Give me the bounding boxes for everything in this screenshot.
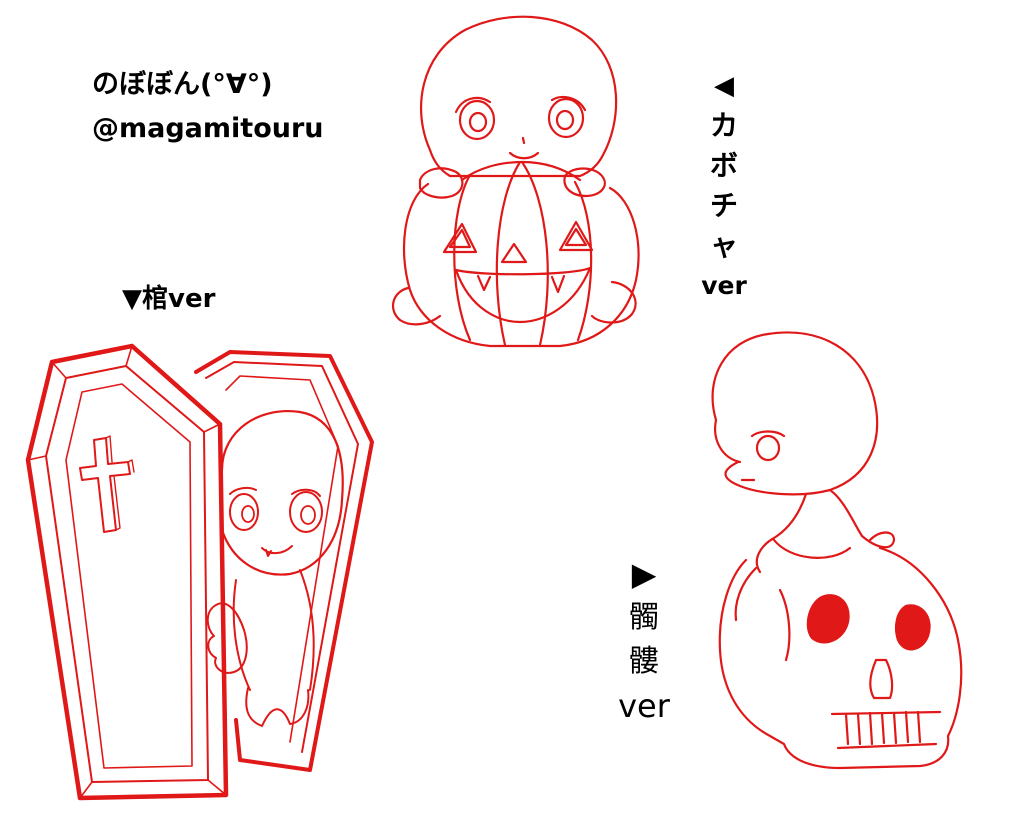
pumpkin-version-label: ◀ カ ボ チ ャ ver bbox=[700, 66, 748, 306]
skull-label-char-2: 髏 bbox=[629, 644, 659, 679]
pumpkin-chibi-illustration bbox=[391, 15, 640, 348]
pumpkin-label-char-4: ャ bbox=[709, 229, 738, 262]
author-handle: @magamitouru bbox=[92, 113, 324, 144]
pumpkin-label-char-1: カ bbox=[709, 109, 738, 142]
skull-label-suffix: ver bbox=[618, 687, 670, 725]
skull-label-char-1: 髑 bbox=[629, 600, 659, 635]
pumpkin-label-char-3: チ bbox=[709, 189, 738, 222]
skull-label-arrow: ▶ bbox=[631, 555, 657, 593]
author-name: のぼぼん(°∀°) bbox=[92, 69, 273, 100]
pumpkin-label-char-2: ボ bbox=[709, 149, 738, 182]
skull-version-label: ▶ 髑 髏 ver bbox=[614, 552, 674, 728]
skull-chibi-illustration bbox=[711, 331, 963, 770]
coffin-chibi-illustration bbox=[25, 343, 374, 801]
pumpkin-label-suffix: ver bbox=[701, 271, 747, 300]
pumpkin-label-arrow: ◀ bbox=[714, 71, 734, 101]
coffin-version-label: ▼棺ver bbox=[122, 284, 216, 314]
